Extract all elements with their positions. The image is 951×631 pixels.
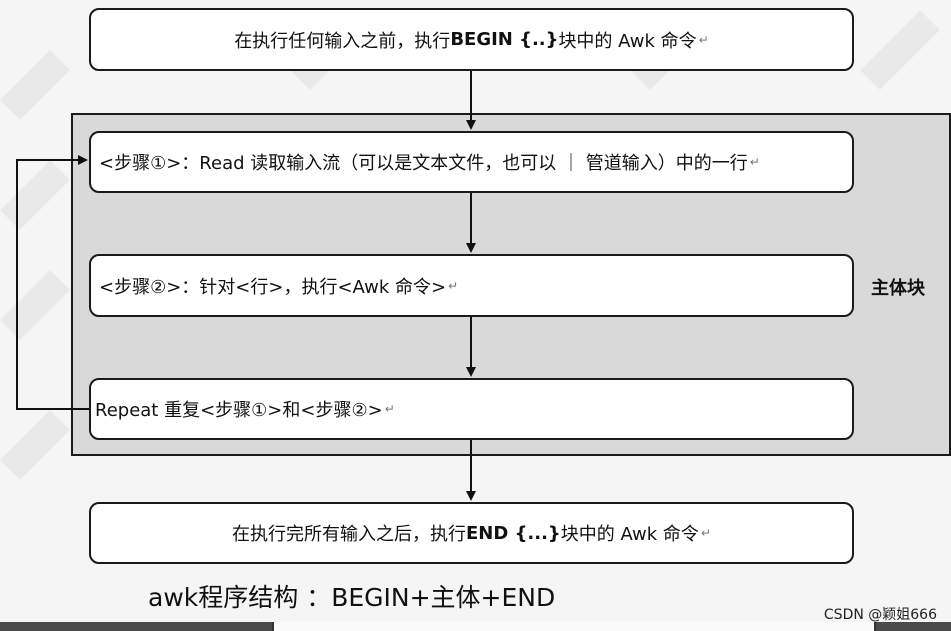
paragraph-mark-icon: ↵ [384, 402, 395, 416]
caption-title: awk程序结构 ：BEGIN+主体+END [148, 583, 556, 612]
begin-box-keyword: BEGIN {..} [450, 29, 559, 50]
paragraph-mark-icon: ↵ [698, 32, 709, 47]
repeat-text: Repeat 重复<步骤①>和<步骤②> [95, 400, 383, 421]
credit-watermark: CSDN @颖姐666 [823, 607, 937, 623]
begin-box-post: 块中的 Awk 命令 [558, 30, 697, 52]
end-box-keyword: END {...} [466, 522, 561, 544]
step1-text: <步骤①>：Read 读取输入流（可以是文本文件，也可以 ｜ 管道输入）中的一行 [99, 153, 748, 174]
begin-box-pre: 在执行任何输入之前，执行 [234, 30, 451, 52]
paragraph-mark-icon: ↵ [749, 155, 760, 169]
repeat-box: Repeat 重复<步骤①>和<步骤②> ↵ [89, 378, 854, 440]
end-box-pre: 在执行完所有输入之后，执行 [232, 524, 467, 545]
main-block-label: 主体块 [871, 278, 925, 299]
step1-box: <步骤①>：Read 读取输入流（可以是文本文件，也可以 ｜ 管道输入）中的一行… [89, 131, 854, 193]
paragraph-mark-icon: ↵ [700, 526, 711, 540]
step2-text: <步骤②>：针对<行>，执行<Awk 命令> [99, 276, 447, 298]
bottom-strip [0, 622, 951, 631]
step2-box: <步骤②>：针对<行>，执行<Awk 命令> ↵ [89, 254, 854, 317]
begin-box: 在执行任何输入之前，执行 BEGIN {..} 块中的 Awk 命令 ↵ [89, 8, 854, 71]
end-box-post: 块中的 Awk 命令 [560, 524, 699, 545]
end-box: 在执行完所有输入之后，执行 END {...} 块中的 Awk 命令 ↵ [89, 502, 854, 564]
paragraph-mark-icon: ↵ [448, 278, 459, 293]
